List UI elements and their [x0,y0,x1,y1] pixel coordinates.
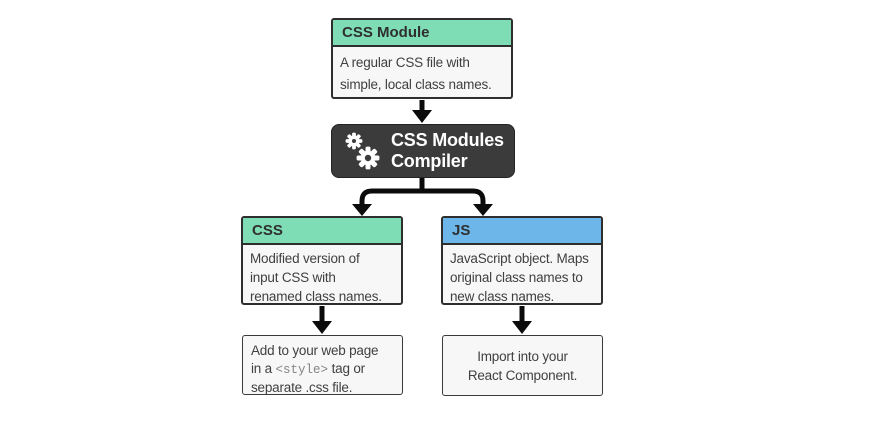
branch-bar [359,188,486,206]
compiler-title: CSS Modules Compiler [391,130,504,171]
css-module-body: A regular CSS file with simple, local cl… [340,55,492,92]
compiler-box: CSS Modules Compiler [331,124,515,178]
js-output-header: JS [443,218,601,245]
css-output-header-label: CSS [252,222,283,239]
arrow-js-head [512,321,532,334]
css-output-body: Modified version of input CSS with renam… [250,251,382,304]
arrow-top-head [412,110,432,123]
arrow-branch-left-head [352,204,372,216]
js-output-body: JavaScript object. Maps original class n… [450,251,589,304]
js-output-box: JS JavaScript object. Maps original clas… [441,216,603,305]
style-tag-code: <style> [275,362,329,377]
css-module-box: CSS Module A regular CSS file with simpl… [331,18,513,99]
css-module-header: CSS Module [333,20,511,47]
arrow-branch-right-head [473,204,493,216]
css-usage-box: Add to your web page in a <style> tag or… [242,335,403,395]
css-usage-text-before: Add to your web page in a [251,343,379,376]
css-module-header-label: CSS Module [342,24,430,41]
js-usage-box: Import into your React Component. [442,335,603,396]
gears-icon [345,132,380,170]
css-output-box: CSS Modified version of input CSS with r… [241,216,403,305]
arrow-css-head [312,321,332,334]
js-output-header-label: JS [452,222,471,239]
js-usage-text: Import into your React Component. [467,348,578,383]
css-usage-text-after: tag or separate .css file. [251,360,365,396]
css-usage-text: Add to your web page in a <style> tag or… [243,336,402,403]
css-output-header: CSS [243,218,401,245]
